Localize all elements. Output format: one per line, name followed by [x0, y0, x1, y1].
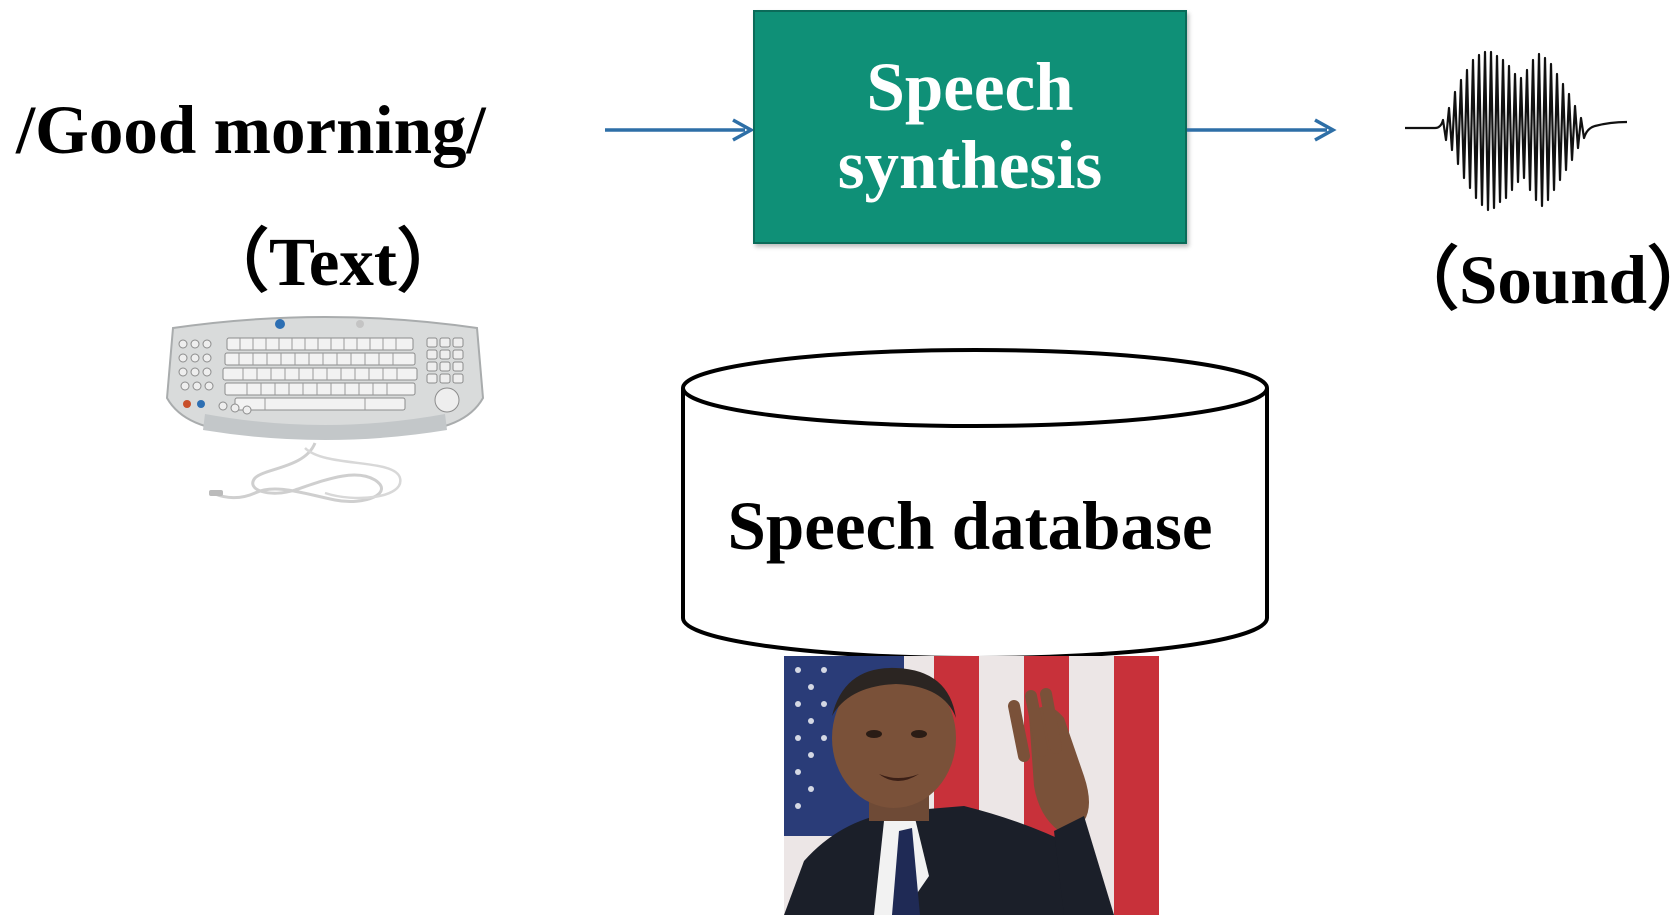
output-caption: （Sound）	[1390, 242, 1677, 318]
keyboard-icon	[165, 316, 485, 503]
input-caption: （Text）	[200, 224, 466, 300]
speech-synthesis-box: Speech synthesis	[753, 10, 1187, 244]
arrow-to-synthesis	[605, 118, 755, 142]
speech-synthesis-label: Speech synthesis	[837, 49, 1103, 203]
arrow-to-sound	[1187, 118, 1337, 142]
input-text: /Good morning/	[16, 92, 486, 168]
speaker-photo	[784, 656, 1159, 915]
waveform-icon	[1405, 50, 1628, 212]
speech-database-label: Speech database	[727, 488, 1213, 564]
